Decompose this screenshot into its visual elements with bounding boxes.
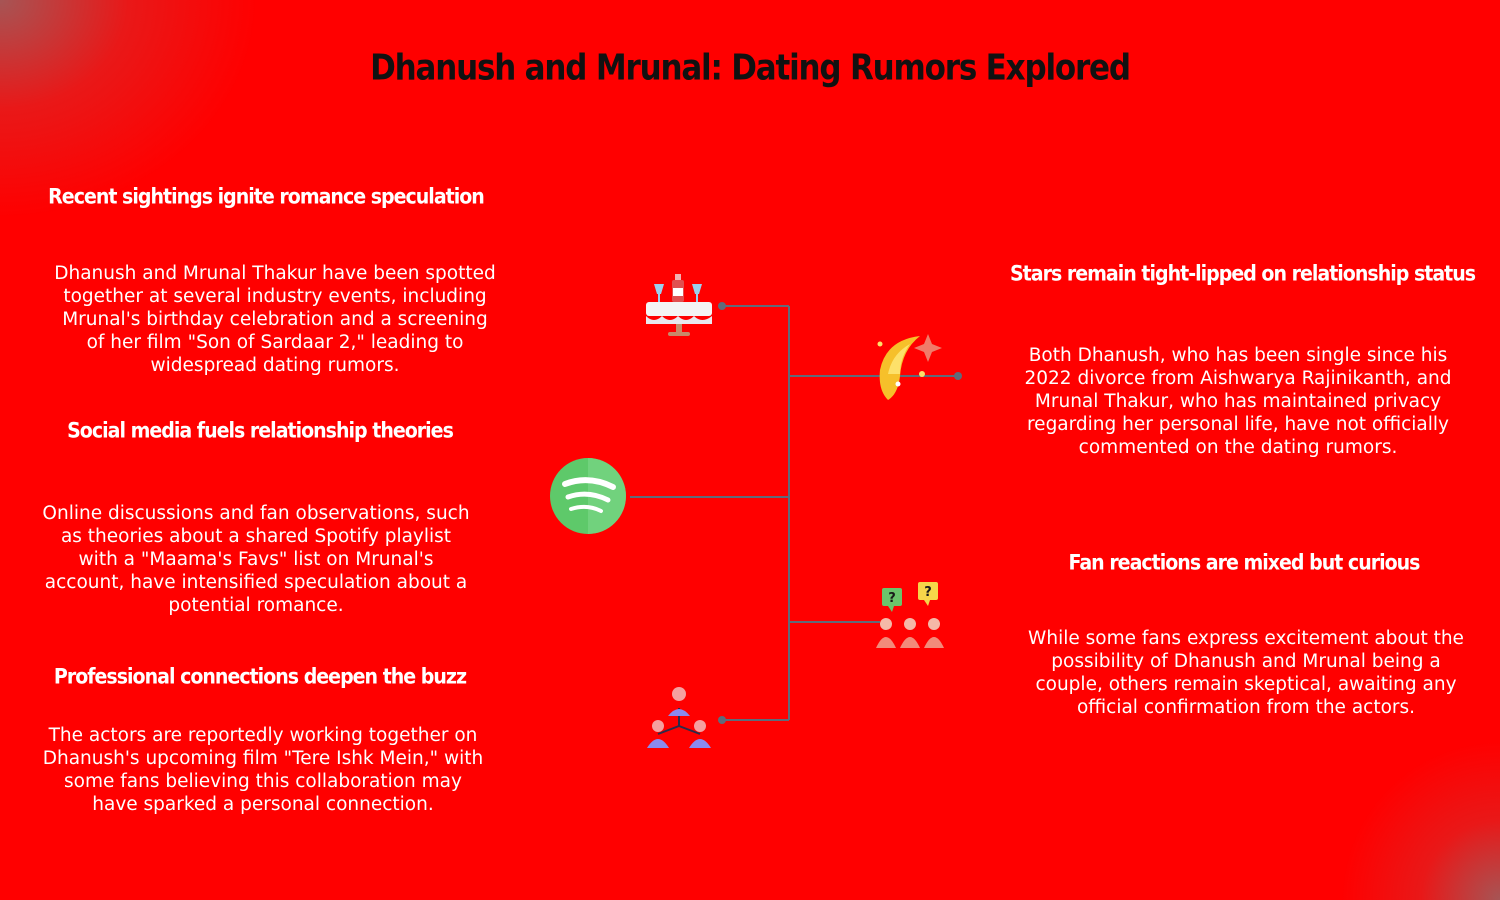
- fans-questions-icon: ? ?: [876, 582, 944, 648]
- connector-dot-professional: [718, 716, 726, 724]
- section-text-professional: The actors are reportedly working togeth…: [42, 725, 484, 815]
- section-heading-tight-lipped: Stars remain tight-lipped on relationshi…: [1010, 261, 1476, 287]
- section-heading-social-media: Social media fuels relationship theories: [67, 418, 454, 444]
- section-text-fan-reactions: While some fans express excitement about…: [1028, 628, 1464, 718]
- section-heading-sightings: Recent sightings ignite romance speculat…: [48, 184, 485, 210]
- section-text-tight-lipped: Both Dhanush, who has been single since …: [1024, 345, 1452, 458]
- svg-text:?: ?: [888, 591, 896, 606]
- svg-text:?: ?: [924, 585, 932, 600]
- connector-dot-tight-lipped: [954, 372, 962, 380]
- section-text-sightings: Dhanush and Mrunal Thakur have been spot…: [54, 263, 496, 376]
- corner-shadow-top-left: [0, 0, 260, 220]
- dinner-table-icon: [646, 274, 712, 336]
- section-text-social-media: Online discussions and fan observations,…: [42, 503, 470, 616]
- connector-dot-sightings: [718, 302, 726, 310]
- spotify-icon: [550, 458, 626, 534]
- section-heading-professional: Professional connections deepen the buzz: [53, 664, 467, 690]
- page-title: Dhanush and Mrunal: Dating Rumors Explor…: [370, 47, 1131, 89]
- corner-shadow-bottom-right: [1340, 740, 1500, 900]
- network-people-icon: [647, 687, 711, 748]
- section-heading-fan-reactions: Fan reactions are mixed but curious: [1068, 550, 1420, 576]
- shooting-star-icon: [877, 334, 942, 400]
